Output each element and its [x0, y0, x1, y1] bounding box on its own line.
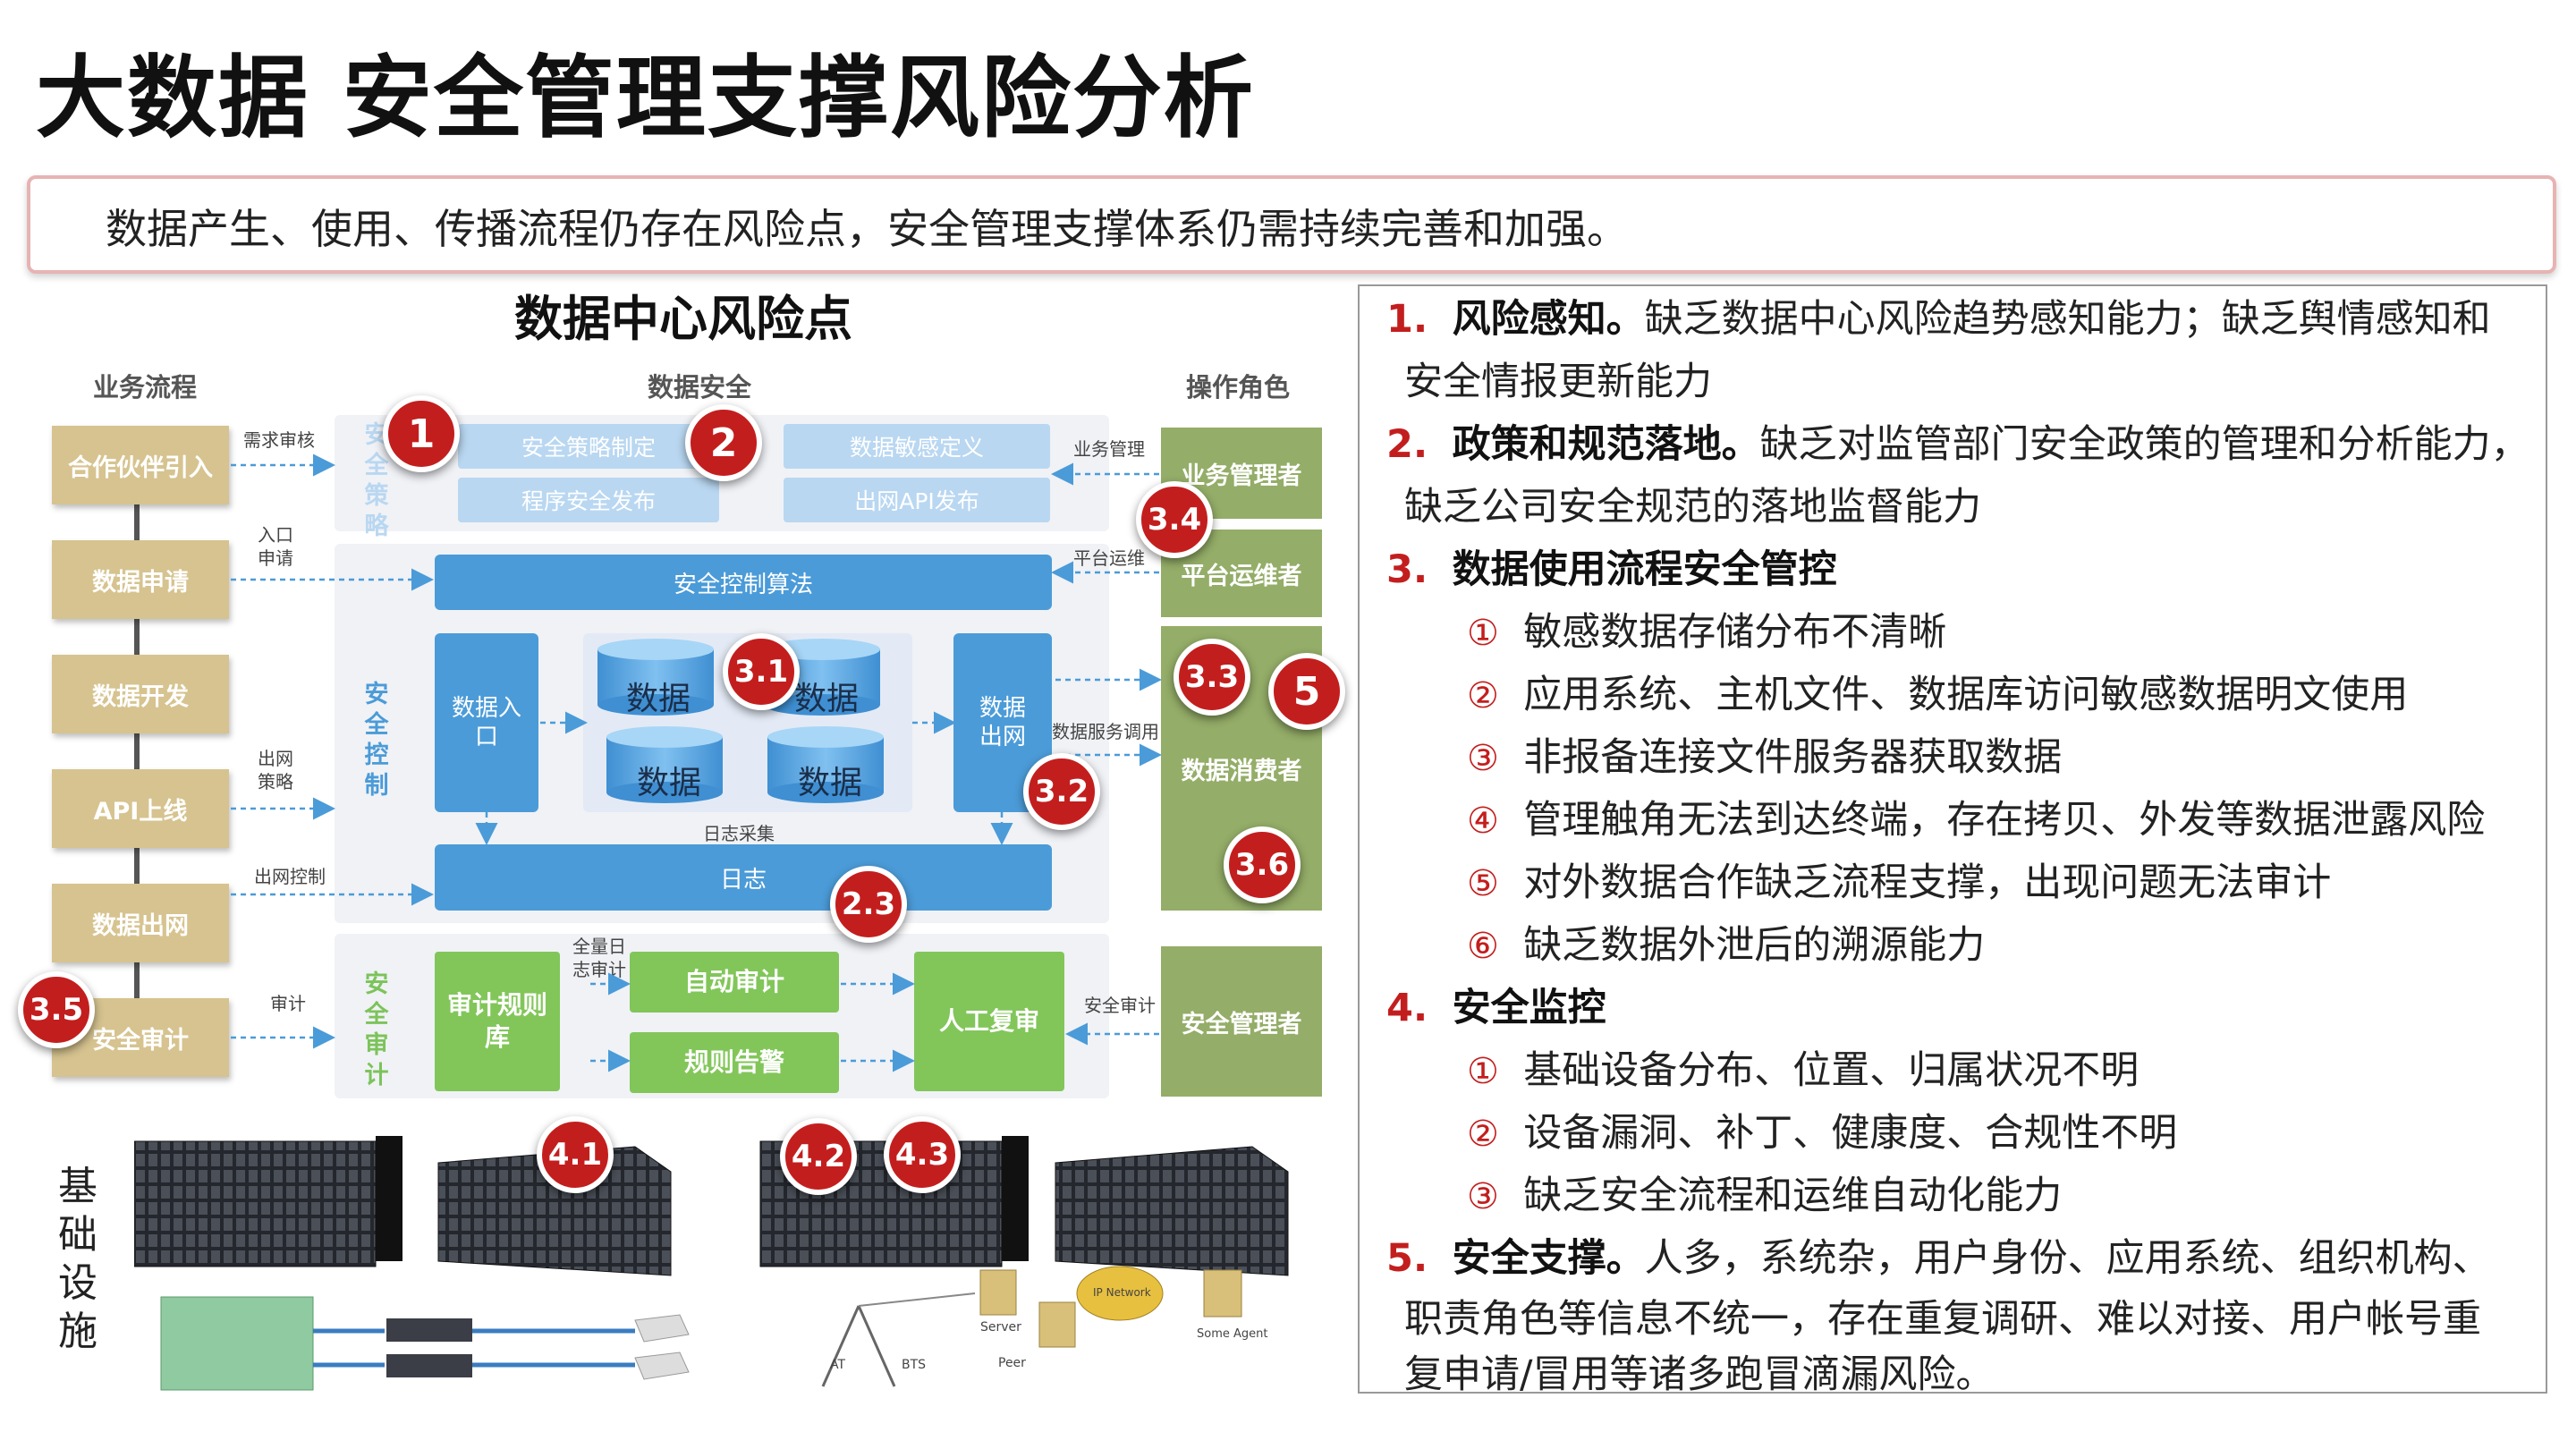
risk-item-5: 5. 安全支撑。人多，系统杂，用户身份、应用系统、组织机构、	[1386, 1236, 2491, 1281]
infra-icon-ipnet: IP Network	[1093, 1286, 1151, 1299]
label-log-collect: 日志采集	[703, 823, 775, 844]
box-rule-alarm: 规则告警	[630, 1032, 839, 1093]
risk-badge-1: 1	[383, 395, 460, 472]
risk-3-sub-6: ⑥ 缺乏数据外泄后的溯源能力	[1467, 923, 1986, 968]
label-sec-audit: 安全审计	[1084, 995, 1156, 1016]
infra-icon-peer: Peer	[998, 1356, 1026, 1370]
risk-item-5-cont2: 复申请/冒用等诸多跑冒滴漏风险。	[1404, 1352, 1995, 1397]
risk-4-sub-1: ① 基础设备分布、位置、归属状况不明	[1467, 1048, 2140, 1093]
risk-item-1-cont: 安全情报更新能力	[1404, 360, 1712, 404]
box-sensitive-define: 数据敏感定义	[784, 424, 1050, 469]
col-head-security: 数据安全	[648, 372, 752, 402]
role-sec-manager: 安全管理者	[1161, 946, 1322, 1097]
box-audit-rules: 审计规则库	[435, 952, 560, 1091]
db-cylinder	[606, 726, 723, 803]
risk-3-sub-5: ⑤ 对外数据合作缺乏流程支撑，出现问题无法审计	[1467, 860, 2332, 905]
network-topology	[821, 1266, 1242, 1387]
label-outpolicy-2: 策略	[258, 771, 293, 792]
infra-icon-at: AT	[830, 1358, 846, 1372]
risk-item-2: 2. 政策和规范落地。缺乏对监管部门安全政策的管理和分析能力，	[1386, 422, 2529, 467]
risk-item-5-cont: 职责角色等信息不统一，存在重复调研、难以对接、用户帐号重	[1404, 1297, 2481, 1342]
label-req-review: 需求审核	[243, 429, 315, 451]
risk-badge-3-2: 3.2	[1023, 753, 1100, 830]
box-auto-audit: 自动审计	[630, 952, 839, 1013]
risk-item-3: 3. 数据使用流程安全管控	[1386, 547, 1837, 592]
risk-badge-4-2: 4.2	[780, 1118, 857, 1195]
risk-3-sub-4: ④ 管理触角无法到达终端，存在拷贝、外发等数据泄露风险	[1467, 798, 2486, 843]
label-outcontrol: 出网控制	[254, 866, 326, 887]
audit-vlabel: 安全审计	[364, 970, 389, 1089]
risk-badge-5: 5	[1268, 653, 1345, 730]
infra-icon-bts: BTS	[902, 1358, 927, 1372]
diagram-title: 数据中心风险点	[514, 291, 852, 347]
business-step-apply: 数据申请	[52, 540, 229, 619]
db-cylinder	[597, 639, 714, 716]
box-manual-review: 人工复审	[914, 952, 1064, 1091]
risk-badge-3-1: 3.1	[723, 633, 800, 710]
business-step-develop: 数据开发	[52, 655, 229, 733]
box-policy-make: 安全策略制定	[458, 424, 719, 469]
page-title: 大数据 安全管理支撑风险分析	[36, 46, 1255, 150]
risk-badge-3-4: 3.4	[1136, 481, 1213, 558]
infra-label: 基础设施	[58, 1164, 97, 1354]
subtitle-box	[27, 175, 2556, 274]
control-vlabel: 安全控制	[364, 681, 389, 800]
infra-icon-agent: Some Agent	[1197, 1327, 1268, 1341]
db-label: 数据	[637, 765, 702, 801]
risk-badge-4-3: 4.3	[884, 1116, 961, 1193]
db-label: 数据	[798, 765, 863, 801]
risk-3-sub-2: ② 应用系统、主机文件、数据库访问敏感数据明文使用	[1467, 673, 2409, 717]
label-entry-1: 入口	[258, 524, 293, 546]
risk-badge-2: 2	[685, 404, 762, 481]
risk-item-4: 4. 安全监控	[1386, 986, 1606, 1030]
label-entry-2: 申请	[258, 547, 293, 569]
label-data-service: 数据服务调用	[1052, 721, 1159, 742]
risk-badge-3-3: 3.3	[1174, 639, 1250, 716]
label-audit: 审计	[270, 993, 306, 1014]
business-step-api: API上线	[52, 769, 229, 848]
db-label: 数据	[794, 681, 860, 717]
box-data-exit: 数据出网	[953, 633, 1052, 812]
server-rack-4	[1055, 1146, 1289, 1276]
col-head-roles: 操作角色	[1186, 372, 1291, 402]
box-data-entry: 数据入口	[435, 633, 538, 812]
business-step-outnet: 数据出网	[52, 884, 229, 962]
risk-4-sub-2: ② 设备漏洞、补丁、健康度、合规性不明	[1467, 1111, 2178, 1156]
business-flow-line	[134, 483, 140, 1038]
label-outpolicy-1: 出网	[258, 748, 293, 769]
business-step-audit: 安全审计	[52, 998, 229, 1077]
box-outnet-api: 出网API发布	[784, 478, 1050, 522]
col-head-business: 业务流程	[93, 372, 198, 402]
business-step-partner: 合作伙伴引入	[52, 426, 229, 504]
risk-item-1: 1. 风险感知。缺乏数据中心风险趋势感知能力；缺乏舆情感知和	[1386, 297, 2491, 342]
risk-badge-3-5: 3.5	[18, 971, 95, 1048]
risk-3-sub-3: ③ 非报备连接文件服务器获取数据	[1467, 735, 2063, 780]
risk-4-sub-3: ③ 缺乏安全流程和运维自动化能力	[1467, 1174, 2063, 1218]
label-platform-ops: 平台运维	[1073, 547, 1145, 569]
box-log: 日志	[435, 844, 1052, 911]
box-program-release: 程序安全发布	[458, 478, 719, 522]
infra-icon-server: Server	[980, 1320, 1021, 1335]
risk-badge-4-1: 4.1	[537, 1116, 614, 1193]
risk-badge-2-3: 2.3	[830, 866, 907, 943]
label-biz-mgmt: 业务管理	[1073, 438, 1145, 460]
risk-item-2-cont: 缺乏公司安全规范的落地监督能力	[1404, 485, 1981, 530]
db-cylinder	[767, 726, 884, 803]
risk-badge-3-6: 3.6	[1224, 826, 1301, 903]
server-rack-1	[134, 1136, 402, 1267]
connector-arrows	[231, 453, 1162, 1072]
box-control-algo: 安全控制算法	[435, 555, 1052, 610]
risk-list-box: 1. 风险感知。缺乏数据中心风险趋势感知能力；缺乏舆情感知和 安全情报更新能力 …	[1358, 284, 2547, 1397]
label-full-log-1: 全量日	[572, 936, 626, 957]
risk-3-sub-1: ① 敏感数据存储分布不清晰	[1467, 610, 1947, 655]
db-label: 数据	[626, 681, 691, 717]
subtitle-text: 数据产生、使用、传播流程仍存在风险点，安全管理支撑体系仍需持续完善和加强。	[106, 205, 1628, 253]
infrastructure-illustration	[134, 1136, 1289, 1391]
network-devices	[160, 1296, 690, 1391]
